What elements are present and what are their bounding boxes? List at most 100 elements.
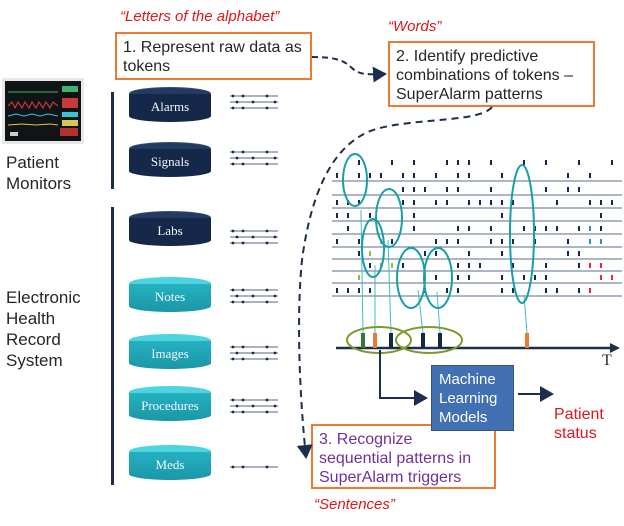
token-tick <box>611 200 613 205</box>
token-tick <box>600 200 602 205</box>
patient-monitors-separator <box>111 92 114 189</box>
token-tick <box>358 173 360 178</box>
database-label: Signals <box>150 154 190 169</box>
token-tick <box>545 275 547 280</box>
token-tick <box>556 288 558 293</box>
time-axis-label: T <box>602 352 612 369</box>
token-dot <box>265 241 269 245</box>
step1-box: 1. Represent raw data as tokens <box>115 32 312 80</box>
token-tick <box>336 200 338 205</box>
token-timeline-icon <box>230 229 278 245</box>
token-tick <box>578 288 580 293</box>
quote-letters: “Letters of the alphabet” <box>120 8 280 25</box>
token-dot <box>265 345 269 349</box>
trigger-bar <box>421 333 425 348</box>
token-timeline-icon <box>230 288 278 304</box>
token-tick <box>358 200 360 205</box>
token-dot <box>241 229 245 233</box>
token-tick <box>358 251 360 256</box>
token-dot <box>241 288 245 292</box>
token-dot <box>241 398 245 402</box>
token-dot <box>273 235 277 239</box>
token-tick <box>413 213 415 218</box>
token-dot <box>273 100 277 104</box>
token-dot <box>241 106 245 110</box>
token-timeline-icon <box>230 94 278 110</box>
token-dot <box>231 410 235 414</box>
step2-text: 2. Identify predictive combinations of t… <box>396 48 573 103</box>
dashed-arrow-step2-to-step3 <box>296 106 493 459</box>
token-tick <box>600 275 602 280</box>
token-tick <box>512 200 514 205</box>
trigger-bar <box>389 333 393 348</box>
superalarm-pattern-ellipse <box>342 153 368 207</box>
token-tick <box>556 200 558 205</box>
token-tick <box>578 251 580 256</box>
pattern-ellipses <box>342 153 535 309</box>
token-tick <box>380 173 382 178</box>
token-tick <box>556 226 558 231</box>
database-label: Meds <box>155 457 185 472</box>
token-tick <box>545 160 547 165</box>
token-dot <box>235 351 239 355</box>
token-dot <box>231 162 235 166</box>
quote-sentences: “Sentences” <box>314 496 395 513</box>
superalarm-pattern-ellipse <box>509 164 535 304</box>
token-tick <box>369 173 371 178</box>
token-tick <box>391 239 393 244</box>
token-tick <box>402 200 404 205</box>
token-tick <box>490 187 492 192</box>
token-tick <box>468 200 470 205</box>
step2-box: 2. Identify predictive combinations of t… <box>388 41 595 107</box>
token-dot <box>265 288 269 292</box>
token-tick <box>457 187 459 192</box>
token-dot <box>273 156 277 160</box>
trigger-bar <box>373 333 377 348</box>
token-tick <box>545 288 547 293</box>
token-dot <box>241 241 245 245</box>
token-tick <box>347 213 349 218</box>
token-dot <box>265 398 269 402</box>
token-tick <box>402 187 404 192</box>
trigger-bar <box>361 333 365 348</box>
token-tick <box>490 200 492 205</box>
token-dot <box>231 465 235 469</box>
ehr-separator <box>111 207 114 485</box>
token-dot <box>235 404 239 408</box>
step3-box: 3. Recognize sequential patterns in Supe… <box>311 424 496 489</box>
token-dot <box>235 294 239 298</box>
token-tick <box>457 288 459 293</box>
token-dot <box>231 94 235 98</box>
token-dot <box>251 100 255 104</box>
token-tick <box>501 275 503 280</box>
database-images: Images <box>129 334 211 372</box>
token-tick <box>600 213 602 218</box>
token-tick <box>336 239 338 244</box>
token-tick <box>468 275 470 280</box>
database-signals: Signals <box>129 142 211 180</box>
superalarm-pattern-ellipse <box>396 247 426 309</box>
token-tick <box>578 263 580 268</box>
token-tick <box>446 239 448 244</box>
token-dot <box>241 150 245 154</box>
token-tick <box>479 200 481 205</box>
token-dot <box>273 294 277 298</box>
token-tick <box>578 160 580 165</box>
token-tick <box>490 226 492 231</box>
token-tick <box>589 288 591 293</box>
token-tick <box>501 213 503 218</box>
trigger-bar <box>438 333 442 348</box>
token-tick <box>369 263 371 268</box>
pattern-connector <box>417 289 424 334</box>
step3-text: 3. Recognize sequential patterns in Supe… <box>319 431 472 486</box>
token-tick <box>446 200 448 205</box>
token-tick <box>468 226 470 231</box>
token-tick <box>490 160 492 165</box>
token-dot <box>265 94 269 98</box>
quote-words: “Words” <box>388 18 442 35</box>
token-tick <box>589 263 591 268</box>
patient-monitor-photo-icon <box>2 78 84 144</box>
token-tick <box>358 239 360 244</box>
token-dot <box>265 229 269 233</box>
